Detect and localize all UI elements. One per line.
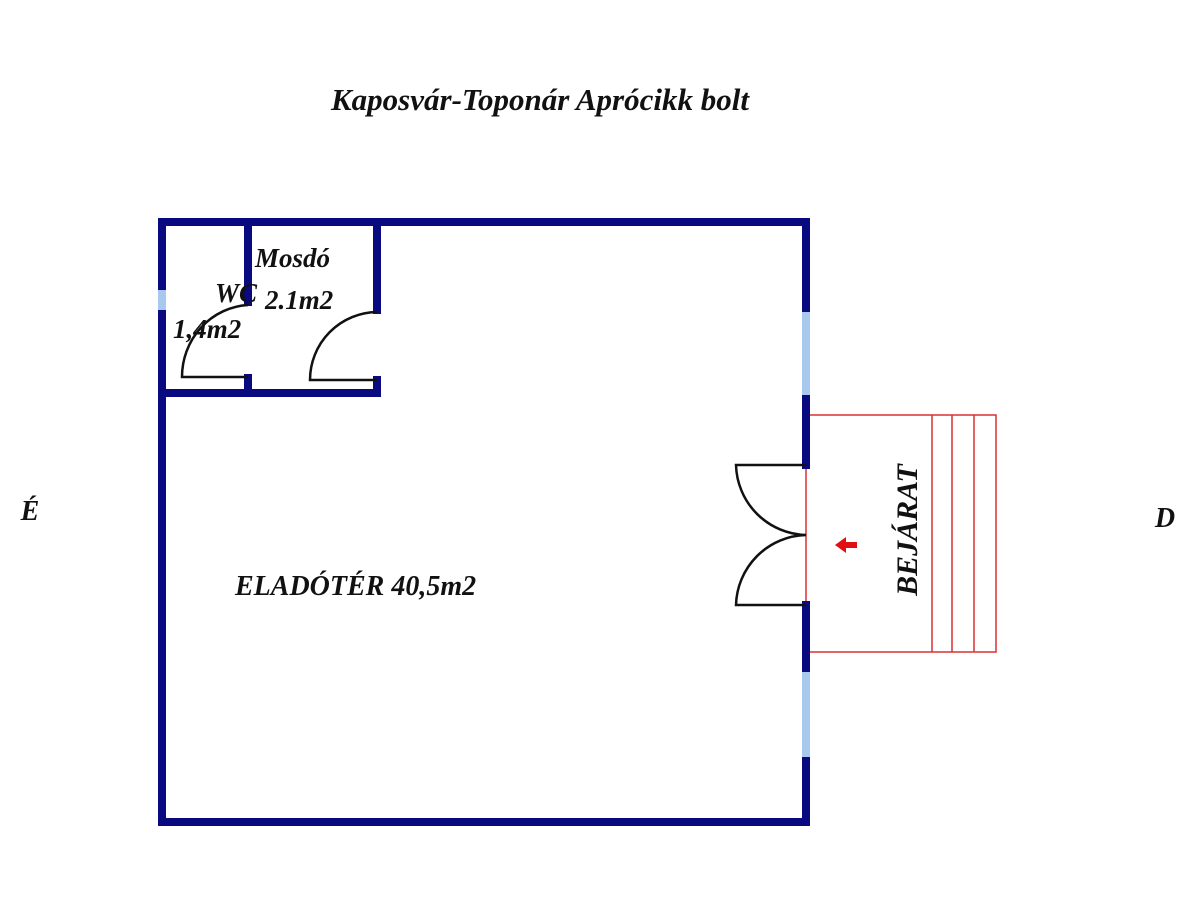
wc-name: WC xyxy=(215,278,258,308)
mosdo-area: 2.1m2 xyxy=(264,285,333,315)
entrance-label: BEJÁRAT xyxy=(891,462,924,596)
windows xyxy=(158,290,810,757)
mosdo-door xyxy=(308,310,378,382)
walls xyxy=(158,218,810,826)
wc-door xyxy=(180,303,249,379)
mosdo-name: Mosdó xyxy=(254,243,330,273)
wc-area: 1,4m2 xyxy=(173,314,241,344)
compass-south: D xyxy=(1154,503,1175,534)
plan-title: Kaposvár-Toponár Aprócikk bolt xyxy=(330,82,750,117)
doors xyxy=(180,303,807,607)
entrance-stairs xyxy=(805,414,997,653)
eladoter-label: ELADÓTÉR 40,5m2 xyxy=(234,571,476,602)
entry-arrow-icon xyxy=(835,537,857,553)
compass-north: É xyxy=(20,496,40,527)
entrance-double-door xyxy=(734,463,807,607)
